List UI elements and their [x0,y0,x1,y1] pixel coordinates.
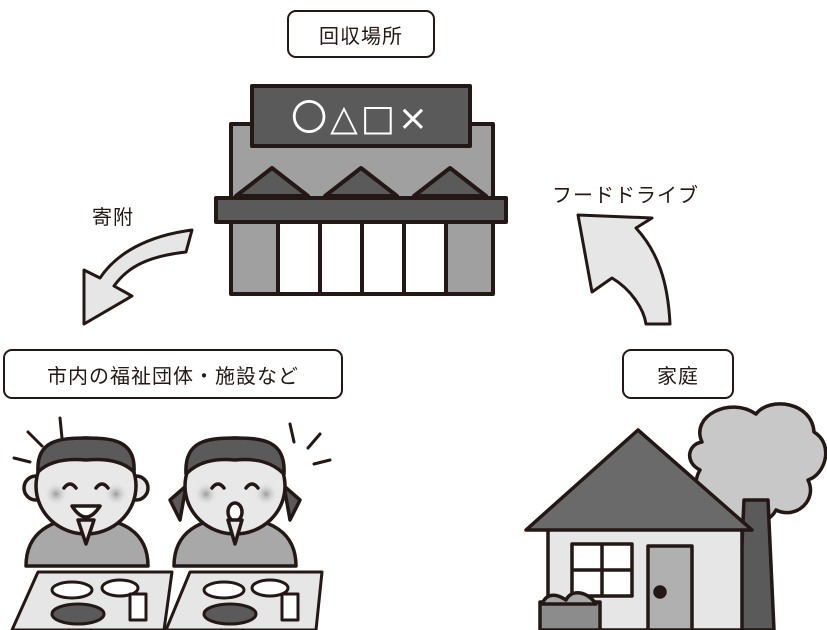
house-icon [524,428,754,630]
collection-point-label-text: 回収場所 [319,23,403,48]
household-label-text: 家庭 [657,363,699,388]
collection-point-label: 回収場所 [287,10,435,58]
meal-trays-icon [10,570,324,630]
donation-label: 寄附 [92,205,134,229]
food-drive-label: フードドライブ [552,183,699,207]
child-left-icon [22,436,150,568]
food-drive-arrow-icon [576,213,672,326]
recipients-label-text: 市内の福祉団体・施設など [47,363,299,388]
recipients-label: 市内の福祉団体・施設など [3,349,343,399]
store-building-icon: 〇△□× [214,84,508,296]
donation-arrow-icon [82,228,194,326]
excitement-lines-icon [12,416,332,466]
child-right-icon [168,436,302,568]
store-sign-text: 〇△□× [291,98,431,139]
tree-icon [688,402,827,630]
household-label: 家庭 [622,349,734,399]
